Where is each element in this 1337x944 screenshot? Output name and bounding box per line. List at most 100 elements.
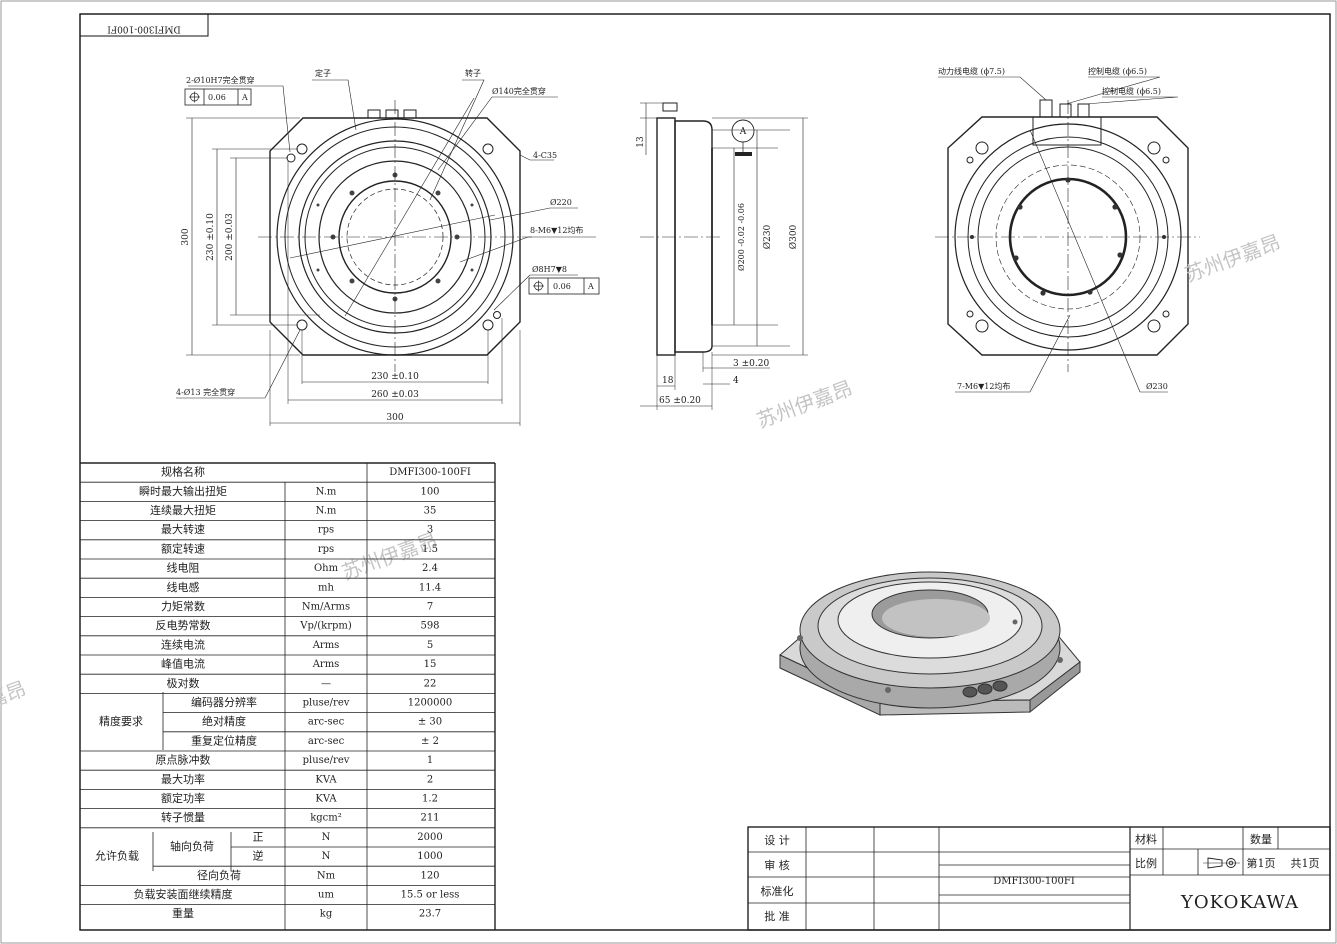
spec-row-unit: Vp/(krpm)	[299, 621, 352, 632]
spec-header-value: DMFI300-100FI	[389, 467, 471, 478]
label-back-d230: Ø230	[1146, 382, 1168, 391]
dim-d300: Ø300	[788, 224, 799, 249]
dim-4: 4	[733, 376, 739, 386]
label-stator: 定子	[315, 68, 331, 78]
code-box	[79, 13, 209, 37]
spec-row-unit: Arms	[312, 640, 340, 651]
spec-row-name: 瞬时最大输出扭矩	[139, 484, 227, 498]
tb-approve: 批 准	[764, 909, 790, 923]
spec-weight-name: 重量	[172, 906, 194, 920]
spec-precision-value: ± 30	[418, 717, 442, 728]
spec-row-name: 额定功率	[161, 791, 205, 805]
label-holes-4: 4-Ø13 完全贯穿	[176, 387, 235, 397]
dim-300-horizontal: 300	[386, 413, 403, 423]
spec-row-unit: Arms	[312, 659, 340, 670]
datum-a: A	[739, 127, 747, 137]
spec-precision-name: 编码器分辨率	[191, 695, 257, 709]
spec-pos-label: 正	[253, 830, 264, 843]
corner-hole-bl	[296, 319, 308, 331]
spec-header-name: 规格名称	[161, 465, 205, 479]
cable-block	[1032, 116, 1102, 146]
spec-precision-value: ± 2	[421, 736, 439, 747]
corner-hole-tl	[296, 143, 308, 155]
spec-row-value: 2.4	[422, 563, 438, 574]
tol-top-ref: A	[241, 93, 248, 102]
watermark-table: 苏州伊嘉昂	[339, 528, 441, 585]
tb-scale: 比例	[1135, 856, 1157, 870]
spec-row-value: 3	[427, 525, 433, 536]
dim-d200: Ø200 -0.02 -0.06	[737, 203, 746, 271]
side-flange	[656, 117, 676, 356]
label-power-cable: 动力线电缆 (ϕ7.5)	[938, 66, 1005, 76]
watermark-right: 苏州伊嘉昂	[1182, 230, 1284, 287]
label-chamfer: 4-C35	[533, 151, 557, 160]
spec-flatness-unit: um	[318, 890, 334, 901]
side-view	[640, 102, 808, 410]
watermark-center: 苏州伊嘉昂	[754, 376, 856, 433]
spec-row-value: 11.4	[419, 582, 441, 593]
flange-outline	[269, 117, 521, 356]
tb-material: 材料	[1135, 832, 1157, 846]
gdt-frame-right	[528, 277, 600, 295]
spec-axial-pos-value: 2000	[417, 832, 442, 843]
spec-row-value: 1	[427, 755, 433, 766]
dim-18: 18	[662, 376, 674, 386]
tb-design: 设 计	[764, 834, 790, 847]
spec-row-unit: kgcm²	[310, 813, 342, 824]
spec-row-name: 线电感	[167, 580, 200, 594]
corner-hole-br	[482, 319, 494, 331]
spec-row-value: 5	[427, 640, 433, 651]
label-rotor: 转子	[465, 68, 481, 78]
tb-company: YOKOKAWA	[1180, 892, 1299, 913]
label-m6-7: 7-M6▼12均布	[957, 381, 1010, 391]
spec-row-unit: KVA	[315, 774, 337, 785]
spec-row-name: 最大功率	[161, 772, 205, 786]
label-ctrl-cable-2: 控制电缆 (ϕ6.5)	[1102, 86, 1161, 96]
spec-axial-label: 轴向负荷	[170, 839, 214, 853]
tb-review: 审 核	[764, 858, 790, 872]
spec-row-unit: KVA	[315, 794, 337, 805]
spec-row-unit: Nm/Arms	[302, 602, 350, 613]
spec-row-value: 35	[424, 506, 437, 517]
spec-row-unit: N.m	[316, 486, 337, 497]
spec-row-name: 额定转速	[161, 541, 205, 555]
spec-radial-name: 径向负荷	[197, 868, 241, 882]
tb-page: 第1页	[1247, 856, 1276, 870]
dim-230-vertical: 230 ±0.10	[206, 213, 216, 261]
spec-row-name: 连续电流	[161, 637, 205, 651]
tb-drawing-no: DMFI300-100FI	[993, 876, 1075, 887]
dim-d230: Ø230	[762, 224, 773, 249]
tb-standard: 标准化	[761, 884, 794, 898]
inner-frame	[79, 13, 1331, 931]
spec-row-name: 连续最大扭矩	[150, 503, 216, 517]
spec-row-value: 1.5	[422, 544, 438, 555]
spec-precision-name: 绝对精度	[202, 714, 246, 728]
spec-row-unit: Ohm	[314, 563, 339, 574]
spec-row-name: 原点脉冲数	[156, 753, 211, 767]
spec-row-value: 7	[427, 602, 433, 613]
label-bore-140: Ø140完全贯穿	[492, 86, 546, 96]
spec-row-name: 转子惯量	[161, 810, 205, 824]
spec-axial-neg-unit: N	[322, 851, 331, 862]
spec-row-unit: pluse/rev	[303, 755, 350, 766]
spec-flatness-value: 15.5 or less	[401, 890, 460, 901]
spec-row-unit: rps	[318, 525, 334, 536]
spec-radial-unit: Nm	[317, 870, 336, 881]
spec-row-value: 598	[420, 621, 439, 632]
label-hole-8h7: Ø8H7▼8	[532, 265, 567, 274]
spec-row-unit: rps	[318, 544, 334, 555]
spec-flatness-name: 负载安装面继续精度	[134, 887, 233, 901]
tol-right-value: 0.06	[553, 282, 571, 291]
spec-row-value: 15	[424, 659, 437, 670]
title-block: 设 计 审 核 标准化 批 准 DMFI300-100FI 材料 数量 比例 第…	[761, 832, 1320, 923]
spec-neg-label: 逆	[253, 849, 264, 863]
spec-precision-unit: pluse/rev	[303, 698, 350, 709]
tb-total: 共1页	[1291, 857, 1320, 870]
spec-row-value: 2	[427, 774, 433, 785]
projection-symbol-icon	[1203, 857, 1240, 869]
drawing-code-mirrored: DMFI300-100FI	[107, 24, 181, 34]
front-view-labels: 2-Ø10H7完全贯穿 0.06 A 定子 转子 Ø140完全贯穿 4-C35 …	[176, 68, 594, 423]
watermark-left-edge: 嘉昂	[0, 676, 29, 712]
